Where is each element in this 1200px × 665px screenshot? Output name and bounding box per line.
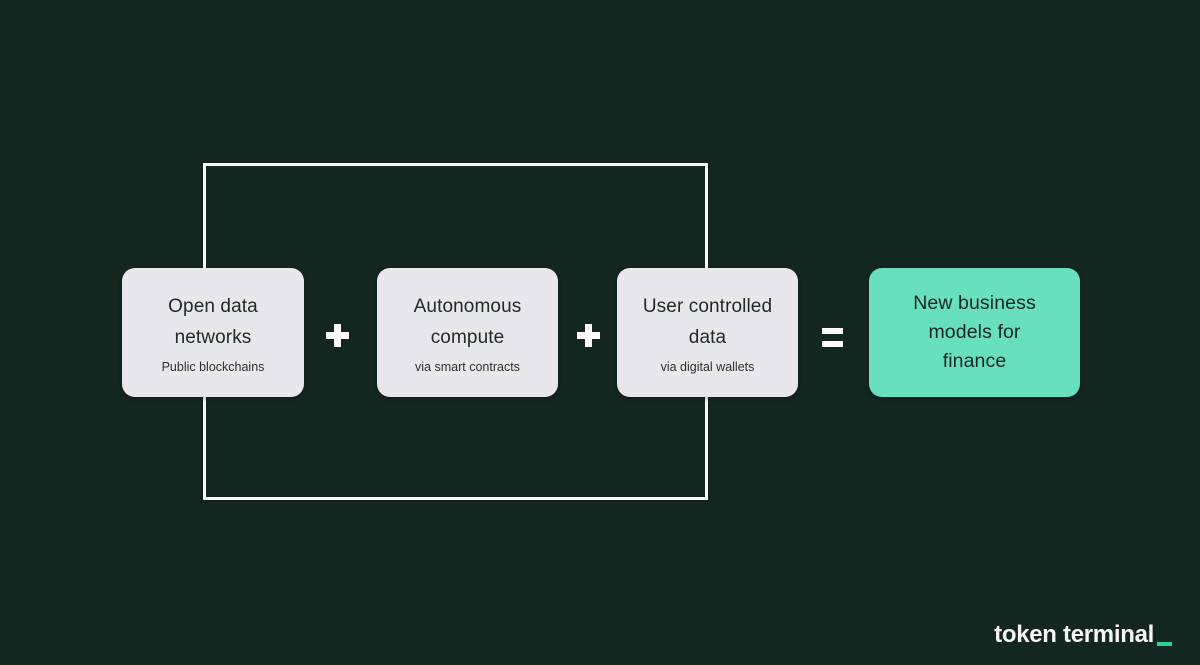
term-card-open-data-networks: Open data networks Public blockchains <box>122 268 304 397</box>
card-title-line: Open data <box>168 295 258 317</box>
card-title-line: data <box>688 326 727 348</box>
card-title: Autonomous compute <box>414 291 522 353</box>
equals-operator: = <box>822 328 843 347</box>
token-terminal-logo: token terminal <box>994 621 1172 649</box>
result-card-new-business-models: New business models for finance <box>869 268 1080 397</box>
plus-operator: + <box>577 324 600 347</box>
logo-accent-underscore <box>1157 642 1172 646</box>
card-title-line: New business <box>913 292 1036 314</box>
card-title-line: Autonomous <box>413 295 522 317</box>
card-title: User controlled data <box>643 291 772 353</box>
card-title: New business models for finance <box>913 289 1036 376</box>
card-subtitle: via digital wallets <box>660 359 755 374</box>
card-title-line: networks <box>174 326 252 348</box>
term-card-autonomous-compute: Autonomous compute via smart contracts <box>377 268 558 397</box>
card-title-line: User controlled <box>642 295 773 317</box>
card-subtitle: via smart contracts <box>415 359 520 374</box>
card-title-line: models for <box>928 321 1021 343</box>
card-title-line: finance <box>942 350 1007 372</box>
plus-operator: + <box>326 324 349 347</box>
term-card-user-controlled-data: User controlled data via digital wallets <box>617 268 798 397</box>
card-title: Open data networks <box>168 291 258 353</box>
card-subtitle: Public blockchains <box>161 359 265 374</box>
card-title-line: compute <box>430 326 505 348</box>
logo-text: token terminal <box>994 621 1154 648</box>
